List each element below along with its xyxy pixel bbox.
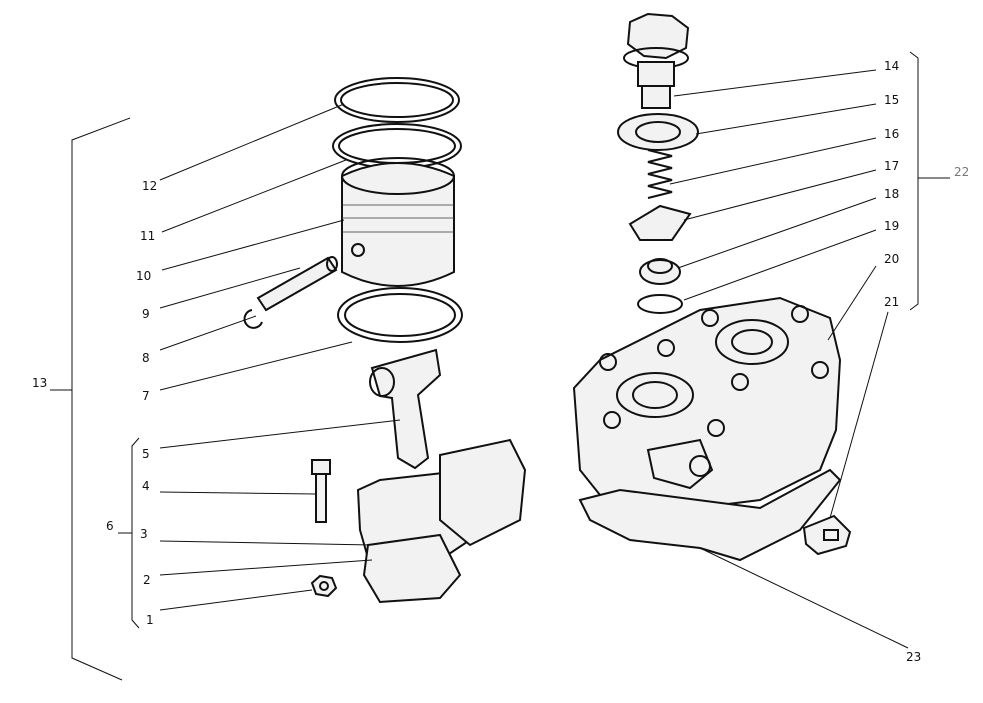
valve-spring	[647, 149, 673, 199]
bracket-6	[131, 437, 140, 629]
bracket-13	[71, 117, 131, 681]
callout-10: 10	[136, 269, 151, 283]
rod-nut	[310, 574, 338, 598]
piston-pin	[256, 256, 338, 312]
seat-nut	[639, 258, 681, 285]
callout-20: 20	[884, 252, 899, 266]
valve-plug	[623, 12, 690, 109]
bracket-22	[909, 51, 919, 311]
callout-3: 3	[140, 527, 148, 541]
callout-18: 18	[884, 187, 899, 201]
valve-plate	[628, 204, 692, 241]
callout-15: 15	[884, 93, 899, 107]
callout-21: 21	[884, 295, 899, 309]
rod-bolt	[311, 459, 331, 523]
o-ring	[637, 294, 683, 314]
callout-19: 19	[884, 219, 899, 233]
connecting-rod	[370, 348, 442, 470]
valve-seat	[617, 113, 699, 151]
callout-8: 8	[142, 351, 150, 365]
callout-14: 14	[884, 59, 899, 73]
callout-4: 4	[142, 479, 150, 493]
piston	[341, 162, 455, 287]
piston-ring-12	[334, 77, 460, 123]
cylinder-head	[572, 296, 842, 512]
callout-9: 9	[142, 307, 150, 321]
retaining-ring	[243, 309, 263, 329]
callout-17: 17	[884, 159, 899, 173]
piston-ring-11	[332, 123, 462, 169]
callout-7: 7	[142, 389, 150, 403]
leader-lines	[159, 69, 909, 649]
callout-2: 2	[143, 573, 151, 587]
callout-1: 1	[146, 613, 154, 627]
head-gasket	[578, 468, 842, 562]
callout-22: 22	[954, 165, 969, 179]
callout-5: 5	[142, 447, 150, 461]
callout-labels: 1 2 3 4 5 6 7 8 9 10 11 12 13 14 15 16 1…	[32, 59, 969, 664]
piston-assembly	[243, 77, 527, 604]
cylinder-head-assembly	[572, 12, 852, 562]
callout-11: 11	[140, 229, 155, 243]
callout-6: 6	[106, 519, 114, 533]
fitting	[802, 514, 852, 556]
oil-ring-7	[337, 287, 463, 343]
callout-12: 12	[142, 179, 157, 193]
callout-13: 13	[32, 376, 47, 390]
callout-23: 23	[906, 650, 921, 664]
callout-16: 16	[884, 127, 899, 141]
